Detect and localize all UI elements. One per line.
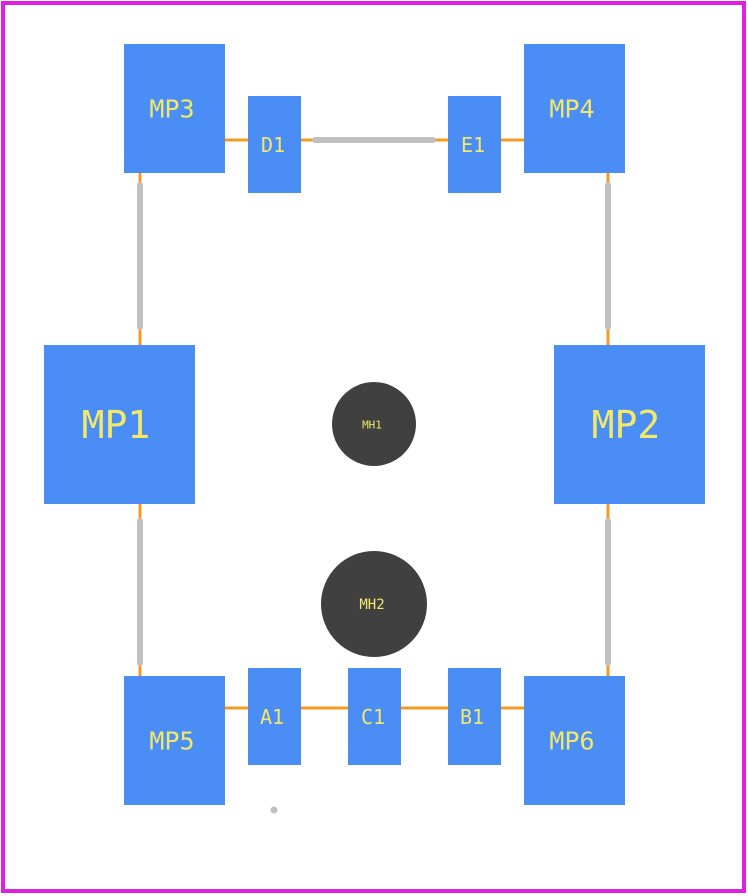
pad-e1-label: E1 — [461, 133, 485, 157]
pad-c1[interactable]: C1 — [348, 668, 401, 765]
pad-d1-shape — [248, 96, 301, 193]
silkscreen-lines — [137, 137, 611, 666]
pad-b1-shape — [448, 668, 501, 765]
pin1-marker-dot — [270, 806, 278, 814]
pad-mp3[interactable]: MP3 — [124, 44, 225, 173]
hole-mh1-label: MH1 — [362, 419, 382, 432]
pad-c1-label: C1 — [361, 705, 385, 729]
pad-mp3-label: MP3 — [149, 95, 194, 124]
pad-b1-label: B1 — [460, 705, 484, 729]
pad-mp5-shape — [124, 676, 225, 805]
pad-mp4-label: MP4 — [549, 95, 594, 124]
pad-mp3-shape — [124, 44, 225, 173]
hole-mh2[interactable]: MH2 — [321, 551, 427, 657]
pad-mp5-label: MP5 — [149, 727, 194, 756]
pad-mp2[interactable]: MP2 — [554, 345, 705, 504]
pad-mp1-label: MP1 — [82, 403, 151, 447]
pad-mp2-shape — [554, 345, 705, 504]
pad-d1-label: D1 — [261, 133, 285, 157]
pad-mp6-shape — [524, 676, 625, 805]
hole-mh1-shape — [332, 382, 416, 466]
pad-e1[interactable]: E1 — [448, 96, 501, 193]
pad-mp1-shape — [44, 345, 195, 504]
pad-a1-shape — [248, 668, 301, 765]
pad-d1[interactable]: D1 — [248, 96, 301, 193]
hole-mh2-shape — [321, 551, 427, 657]
pad-mp4-shape — [524, 44, 625, 173]
pad-mp4[interactable]: MP4 — [524, 44, 625, 173]
pad-e1-shape — [448, 96, 501, 193]
pad-b1[interactable]: B1 — [448, 668, 501, 765]
hole-mh2-label: MH2 — [359, 597, 384, 613]
pad-mp6-label: MP6 — [549, 727, 594, 756]
pad-mp5[interactable]: MP5 — [124, 676, 225, 805]
pad-c1-shape — [348, 668, 401, 765]
pad-mp2-label: MP2 — [592, 403, 661, 447]
pad-a1-label: A1 — [260, 705, 284, 729]
pad-mp1[interactable]: MP1 — [44, 345, 195, 504]
hole-mh1[interactable]: MH1 — [332, 382, 416, 466]
pad-a1[interactable]: A1 — [248, 668, 301, 765]
pad-mp6[interactable]: MP6 — [524, 676, 625, 805]
